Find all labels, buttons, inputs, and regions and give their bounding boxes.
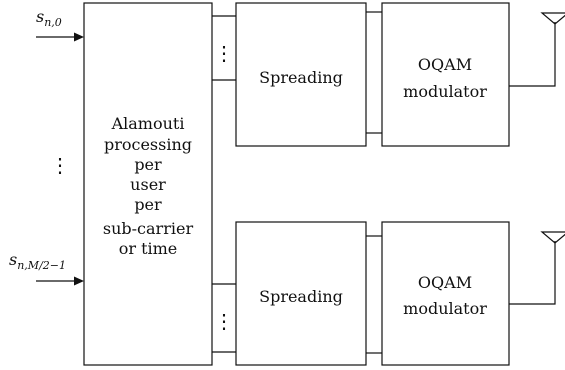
input-arrowhead-bottom bbox=[74, 276, 84, 286]
alamouti-line-3: per bbox=[134, 155, 162, 174]
alamouti-line-7: or time bbox=[119, 239, 178, 258]
lower-connector-ellipsis: ⋮ bbox=[214, 309, 234, 333]
lower-modulator-line-1: OQAM bbox=[418, 273, 472, 292]
alamouti-line-5: per bbox=[134, 195, 162, 214]
lower-antenna-feed bbox=[509, 241, 556, 305]
input-ellipsis: ⋮ bbox=[50, 153, 70, 177]
alamouti-line-6: sub-carrier bbox=[103, 219, 194, 238]
upper-spreading-block bbox=[235, 2, 367, 147]
upper-antenna-icon bbox=[540, 12, 565, 25]
input-label-bottom: sn,M/2−1 bbox=[9, 250, 66, 272]
upper-modulator-line-1: OQAM bbox=[418, 55, 472, 74]
alamouti-line-1: Alamouti bbox=[111, 114, 185, 133]
lower-modulator-line-2: modulator bbox=[403, 299, 487, 318]
input-label-top: sn,0 bbox=[36, 7, 62, 29]
upper-modulator-line-2: modulator bbox=[403, 82, 487, 101]
alamouti-line-4: user bbox=[130, 175, 166, 194]
upper-connector-ellipsis: ⋮ bbox=[214, 41, 234, 65]
lower-antenna-icon bbox=[540, 231, 565, 244]
lower-modulator-block bbox=[381, 221, 510, 366]
lower-spreading-block bbox=[235, 221, 367, 366]
alamouti-line-2: processing bbox=[104, 135, 192, 154]
input-arrowhead-top bbox=[74, 32, 84, 42]
lower-spreading-label: Spreading bbox=[259, 287, 343, 306]
upper-antenna-feed bbox=[509, 22, 556, 87]
upper-spreading-label: Spreading bbox=[259, 68, 343, 87]
alamouti-block bbox=[83, 2, 213, 366]
upper-modulator-block bbox=[381, 2, 510, 147]
